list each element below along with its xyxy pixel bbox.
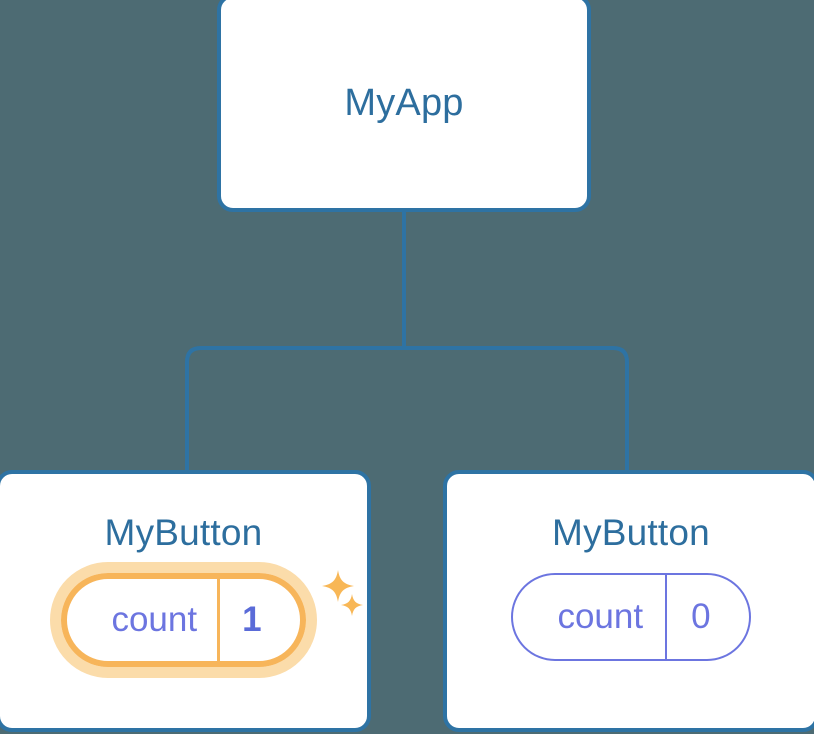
state-pill-divider [217,579,221,661]
state-pill-wrapper: count 1 [50,562,317,678]
state-pill-highlighted[interactable]: count 1 [61,573,306,667]
state-value-label: 0 [691,597,711,636]
node-title: MyApp [344,82,464,124]
state-pill-divider [665,575,668,659]
state-key-label: count [557,597,644,636]
state-pill[interactable]: count 0 [511,573,751,661]
state-key-label: count [111,600,198,639]
node-title: MyButton [552,512,710,553]
node-title: MyButton [104,512,263,553]
node-card-mybutton-left[interactable]: MyButton count 1 [0,470,371,732]
node-card-mybutton-right[interactable]: MyButton count 0 [443,470,814,732]
state-pill-wrapper: count 0 [511,573,751,661]
node-card-myapp[interactable]: MyApp [217,0,591,212]
state-pill-glow [50,562,317,678]
connector-branch-bus [185,346,629,478]
state-value-label: 1 [242,600,262,639]
